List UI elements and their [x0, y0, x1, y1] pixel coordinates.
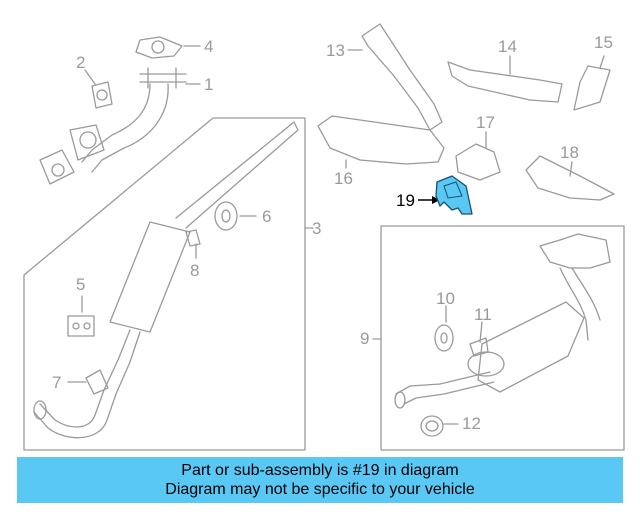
heat-shield-part-18 — [525, 155, 615, 201]
gasket-part-2 — [84, 69, 113, 109]
info-banner: Part or sub-assembly is #19 in diagram D… — [17, 457, 623, 503]
callout-17: 17 — [476, 113, 495, 132]
callout-4: 4 — [204, 37, 214, 56]
hanger-part-5 — [67, 295, 95, 337]
callout-16: 16 — [334, 169, 353, 188]
group-frame-9 — [380, 225, 625, 451]
callout-19: 19 — [396, 191, 415, 210]
heat-shield-part-13 — [347, 23, 443, 131]
callout-18: 18 — [560, 143, 579, 162]
banner-line-1: Part or sub-assembly is #19 in diagram — [181, 462, 459, 479]
isolator-part-6 — [214, 201, 257, 231]
callout-13: 13 — [326, 41, 345, 60]
callout-12: 12 — [462, 414, 481, 433]
callout-8: 8 — [190, 261, 200, 280]
highlight-shape-19 — [435, 175, 473, 215]
heat-shield-part-15 — [573, 55, 611, 111]
callout-5: 5 — [76, 275, 86, 294]
highlighted-part-19 — [418, 175, 473, 215]
callout-9: 9 — [360, 329, 370, 348]
callout-7: 7 — [52, 373, 62, 392]
heat-shield-part-14 — [447, 55, 563, 103]
callout-15: 15 — [594, 33, 613, 52]
callout-1: 1 — [204, 75, 214, 94]
gasket-part-4 — [135, 36, 201, 59]
bracket-part-8 — [185, 229, 201, 259]
banner-line-2: Diagram may not be specific to your vehi… — [165, 481, 475, 498]
muffler-assembly-part-3 — [33, 121, 299, 439]
callout-2: 2 — [76, 53, 86, 72]
hanger-part-11 — [469, 321, 489, 357]
muffler-assembly-part-9 — [394, 233, 611, 409]
callout-10: 10 — [436, 289, 455, 308]
heat-shield-part-16 — [317, 115, 445, 169]
group-frame-3 — [23, 117, 306, 451]
front-pipe-part-1 — [39, 67, 201, 185]
callout-11: 11 — [474, 305, 492, 324]
callout-6: 6 — [262, 207, 272, 226]
callout-14: 14 — [498, 37, 517, 56]
isolator-part-10 — [434, 305, 454, 352]
exhaust-parts-diagram — [23, 23, 625, 451]
callout-3: 3 — [312, 219, 322, 238]
clamp-part-7 — [67, 369, 109, 395]
clamp-part-12 — [420, 415, 459, 437]
heat-shield-part-17 — [455, 131, 501, 181]
